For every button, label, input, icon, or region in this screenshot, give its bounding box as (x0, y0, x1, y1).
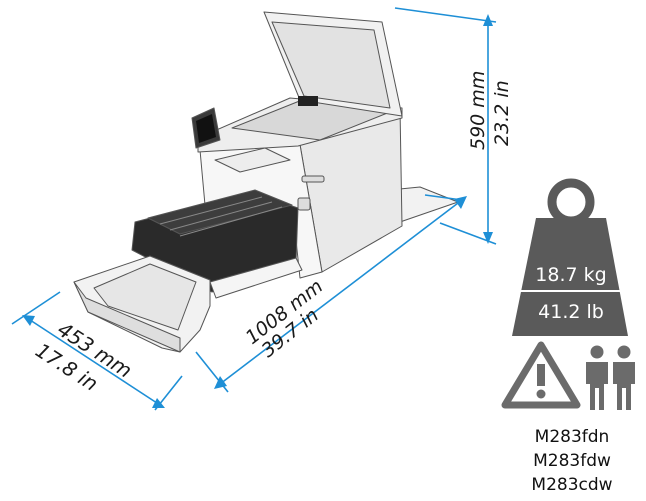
depth-dimension-line (219, 199, 463, 385)
dimension-arrowheads (22, 14, 493, 408)
width-label: 453 mm 17.8 in (31, 317, 136, 396)
model-name: M283cdw (531, 475, 613, 495)
printer-illustration (73, 11, 459, 353)
model-name: M283fdn (534, 427, 610, 447)
model-list: M283fdn M283fdw M283cdw (512, 425, 632, 497)
height-metric-label: 590 mm (467, 71, 489, 150)
two-person-lift-icon (586, 345, 635, 410)
warning-icon (501, 341, 581, 409)
depth-label: 1008 mm 39.7 in (242, 275, 328, 362)
height-label: 590 mm 23.2 in (467, 71, 513, 150)
weight-icon: 18.7 kg 41.2 lb (512, 178, 628, 336)
model-name: M283fdw (533, 451, 611, 471)
weight-imperial-label: 41.2 lb (538, 301, 604, 323)
weight-metric-label: 18.7 kg (535, 264, 606, 286)
height-imperial-label: 23.2 in (491, 80, 513, 146)
dimension-lines (11, 7, 497, 411)
width-dimension-line (26, 317, 161, 406)
